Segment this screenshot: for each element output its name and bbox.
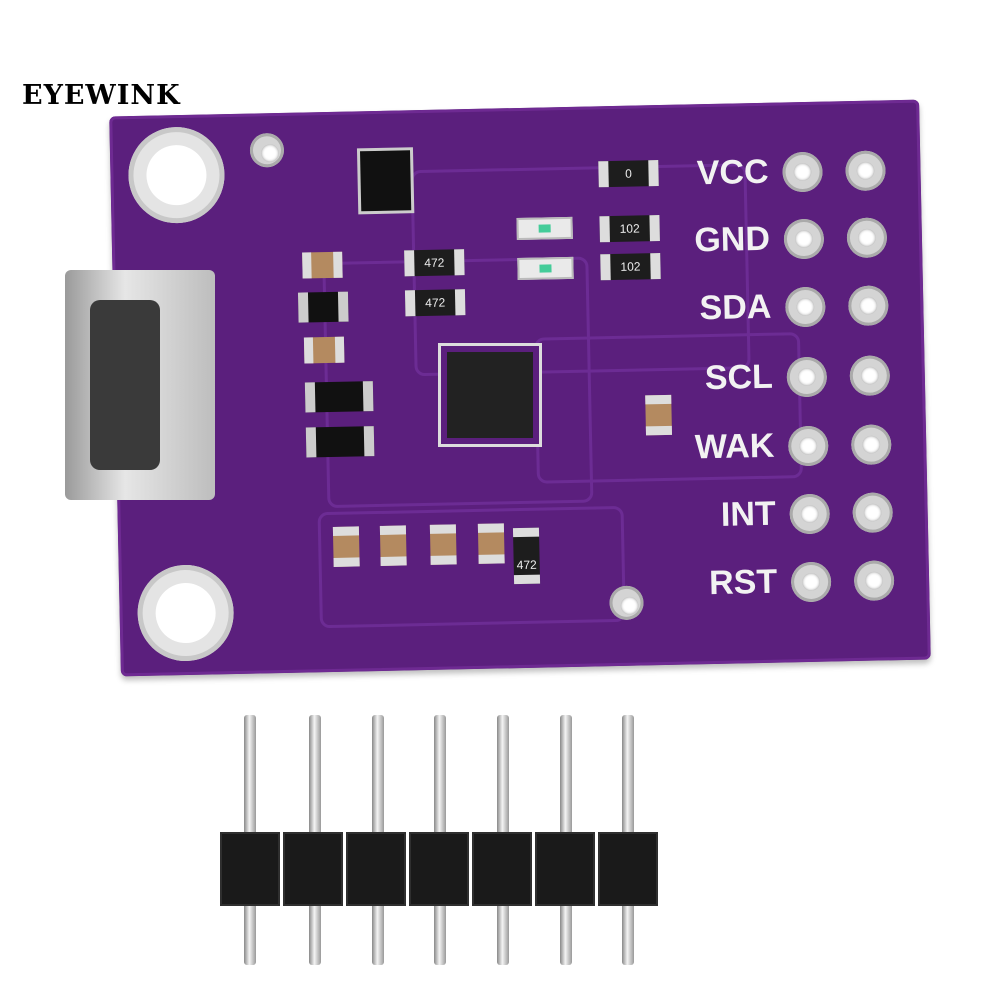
mounting-hole xyxy=(136,564,235,663)
via xyxy=(609,585,644,621)
pin-pad xyxy=(849,355,891,397)
header-housing xyxy=(472,832,532,906)
pin-pad xyxy=(784,286,826,328)
pin-label-scl: SCL xyxy=(704,357,774,398)
pin-pad xyxy=(790,561,832,603)
header-housing xyxy=(346,832,406,906)
mounting-hole xyxy=(127,126,226,225)
led xyxy=(517,256,574,281)
pin-pad xyxy=(852,492,894,534)
pin-pad xyxy=(786,356,828,398)
pcb-trace xyxy=(317,505,626,629)
pin-pad xyxy=(782,151,823,193)
resistor-0: 0 xyxy=(598,160,659,188)
header-housing xyxy=(598,832,658,906)
resistor-472: 472 xyxy=(404,249,465,277)
capacitor xyxy=(645,394,673,436)
pin-pad xyxy=(853,560,895,602)
capacitor xyxy=(429,524,457,565)
ic-chip xyxy=(447,352,533,438)
brand-watermark: EYEWINK xyxy=(22,80,181,111)
capacitor xyxy=(477,523,505,564)
resistor-472: 472 xyxy=(512,527,541,585)
voltage-regulator xyxy=(360,150,412,212)
pin-pad xyxy=(846,217,888,259)
capacitor xyxy=(379,525,407,566)
pin-pad xyxy=(789,493,831,535)
pin-label-gnd: GND xyxy=(693,219,771,260)
diode xyxy=(305,426,375,458)
capacitor xyxy=(302,251,343,279)
pin-pad xyxy=(847,285,889,327)
pin-label-rst: RST xyxy=(708,562,778,603)
header-housing xyxy=(409,832,469,906)
capacitor xyxy=(332,526,360,567)
led xyxy=(516,216,573,241)
resistor-102: 102 xyxy=(600,253,661,281)
resistor-472: 472 xyxy=(404,289,466,317)
pin-label-wak: WAK xyxy=(694,426,775,467)
pin-pad xyxy=(845,150,886,192)
usb-port-opening xyxy=(90,300,160,470)
header-housing xyxy=(535,832,595,906)
resistor-102: 102 xyxy=(599,215,660,243)
header-housing xyxy=(283,832,343,906)
via xyxy=(249,132,285,168)
pin-label-sda: SDA xyxy=(699,287,772,328)
capacitor xyxy=(297,291,349,323)
diode xyxy=(304,381,374,413)
pin-label-int: INT xyxy=(720,494,777,534)
capacitor xyxy=(303,336,345,364)
pin-pad xyxy=(850,424,892,466)
pin-pad xyxy=(783,218,825,260)
header-housing xyxy=(220,832,280,906)
pin-label-vcc: VCC xyxy=(696,152,769,193)
pin-pad xyxy=(787,425,829,467)
